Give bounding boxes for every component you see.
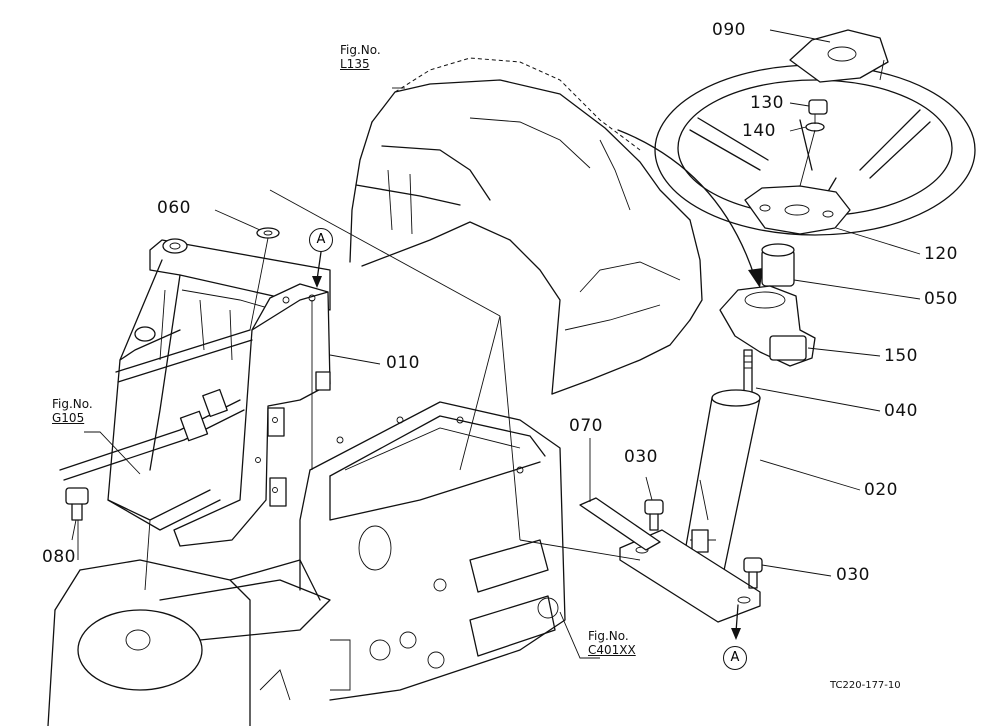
figure-ref-c401xx-line1: Fig.No. bbox=[588, 629, 629, 643]
bolt-080-drawing bbox=[65, 487, 89, 521]
washer-060-drawing bbox=[256, 227, 280, 239]
drawing-code: TC220-177-10 bbox=[830, 680, 901, 691]
steering-column-drawing bbox=[679, 389, 761, 581]
part-label-030-upper: 030 bbox=[624, 447, 658, 467]
part-label-060: 060 bbox=[157, 198, 191, 218]
column-support-bracket-drawing bbox=[173, 283, 331, 547]
figure-ref-l135: Fig.No. L135 bbox=[340, 43, 381, 72]
column-bracket-drawing bbox=[719, 285, 816, 367]
bolt-upper-drawing bbox=[644, 499, 664, 531]
washer-drawing bbox=[805, 122, 825, 132]
figure-ref-g105: Fig.No. G105 bbox=[52, 397, 93, 426]
figure-ref-c401xx-line2: C401XX bbox=[588, 642, 636, 657]
part-label-080: 080 bbox=[42, 547, 76, 567]
steering-wheel-drawing bbox=[654, 64, 976, 236]
part-label-090: 090 bbox=[712, 20, 746, 40]
part-label-150: 150 bbox=[884, 346, 918, 366]
part-label-120: 120 bbox=[924, 244, 958, 264]
bolt-lower-drawing bbox=[743, 557, 763, 589]
assembly-arrow-head bbox=[748, 268, 763, 288]
sleeve-drawing bbox=[761, 243, 795, 287]
universal-joint-drawing bbox=[59, 329, 253, 481]
figure-ref-l135-line1: Fig.No. bbox=[340, 43, 381, 57]
figure-ref-l135-line2: L135 bbox=[340, 56, 370, 71]
part-label-070: 070 bbox=[569, 416, 603, 436]
dashboard-cover-drawing bbox=[349, 57, 703, 395]
horn-cap-drawing bbox=[789, 29, 889, 83]
part-label-140: 140 bbox=[742, 121, 776, 141]
column-base-plate bbox=[619, 529, 761, 623]
reference-marker-a-top: A bbox=[309, 228, 333, 252]
figure-ref-g105-line2: G105 bbox=[52, 410, 85, 425]
part-label-130: 130 bbox=[750, 93, 784, 113]
assembly-arrow bbox=[617, 129, 756, 279]
nut-drawing bbox=[808, 99, 828, 115]
part-label-010: 010 bbox=[386, 353, 420, 373]
part-label-020: 020 bbox=[864, 480, 898, 500]
figure-ref-g105-line1: Fig.No. bbox=[52, 397, 93, 411]
part-label-040: 040 bbox=[884, 401, 918, 421]
part-label-050: 050 bbox=[924, 289, 958, 309]
leader-lines bbox=[71, 29, 921, 659]
transmission-case-drawing bbox=[47, 401, 566, 726]
reference-marker-a-bottom: A bbox=[723, 646, 747, 670]
part-label-030-lower: 030 bbox=[836, 565, 870, 585]
link-plate-drawing bbox=[579, 497, 661, 551]
figure-ref-c401xx: Fig.No. C401XX bbox=[588, 629, 636, 658]
